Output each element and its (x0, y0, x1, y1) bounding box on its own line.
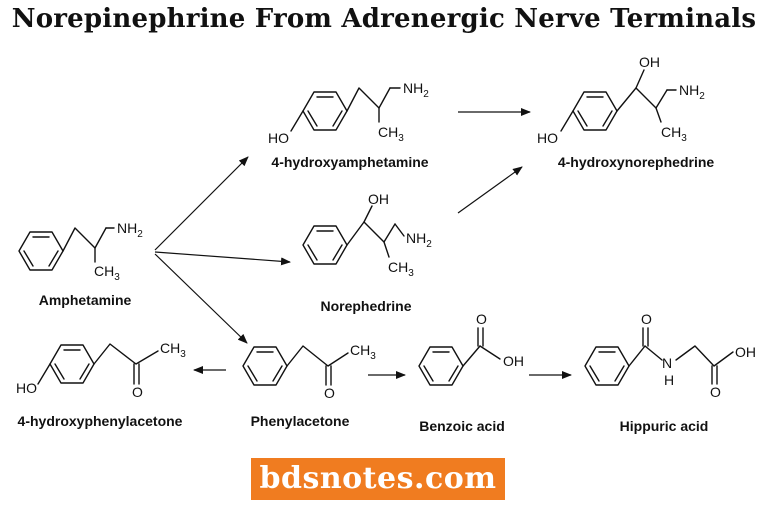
hydroxyamphetamine-ch3: CH3 (378, 124, 404, 144)
benzoic-acid-structure (418, 327, 501, 386)
arrow-to-phenylacetone (154, 253, 248, 344)
hippuric-acid-n: N (662, 355, 672, 371)
hydroxynorephedrine-ho: HO (537, 130, 558, 146)
arrow-to-hydroxyamphetamine (154, 156, 249, 251)
hippuric-acid-o-amide: O (641, 311, 652, 327)
hydroxyphenylacetone-ho: HO (16, 380, 37, 396)
hippuric-acid-oh: OH (735, 344, 756, 360)
label-hydroxynorephedrine: 4-hydroxynorephedrine (558, 154, 715, 170)
hydroxyamphetamine-nh2: NH2 (403, 80, 429, 100)
label-norephedrine: Norephedrine (320, 298, 411, 314)
label-amphetamine: Amphetamine (39, 292, 132, 308)
amphetamine-ch3: CH3 (94, 263, 120, 283)
norephedrine-structure (302, 205, 405, 265)
hippuric-acid-o-acid: O (710, 384, 721, 400)
hydroxynorephedrine-ch3: CH3 (661, 124, 687, 144)
norephedrine-oh: OH (368, 191, 389, 207)
phenylacetone-ch3: CH3 (350, 342, 376, 362)
hydroxynorephedrine-nh2: NH2 (679, 82, 705, 102)
watermark-badge: bdsnotes.com (251, 458, 505, 500)
hydroxyphenylacetone-o: O (132, 384, 143, 400)
label-hydroxyphenylacetone: 4-hydroxyphenylacetone (18, 413, 183, 429)
label-benzoic-acid: Benzoic acid (419, 418, 505, 434)
diagram-title: Norepinephrine From Adrenergic Nerve Ter… (11, 4, 757, 34)
label-hippuric-acid: Hippuric acid (620, 418, 709, 434)
hydroxynorephedrine-oh: OH (639, 54, 660, 70)
arrow-norephedrine-to-hydroxynorephedrine (457, 166, 523, 214)
hydroxyamphetamine-structure (290, 87, 401, 132)
amphetamine-structure (18, 227, 115, 271)
benzoic-acid-oh: OH (503, 353, 524, 369)
hydroxyamphetamine-ho: HO (268, 130, 289, 146)
hippuric-acid-structure (584, 327, 734, 386)
benzoic-acid-o: O (476, 311, 487, 327)
amphetamine-nh2: NH2 (117, 220, 143, 240)
hydroxyphenylacetone-structure (37, 343, 159, 385)
norephedrine-ch3: CH3 (388, 259, 414, 279)
arrow-to-norephedrine (154, 251, 291, 266)
phenylacetone-o: O (324, 385, 335, 401)
hydroxynorephedrine-structure (560, 69, 677, 132)
norephedrine-nh2: NH2 (406, 230, 432, 250)
phenylacetone-structure (242, 345, 349, 386)
hydroxyphenylacetone-ch3: CH3 (160, 340, 186, 360)
hippuric-acid-h: H (664, 372, 674, 388)
label-phenylacetone: Phenylacetone (251, 413, 350, 429)
label-hydroxyamphetamine: 4-hydroxyamphetamine (271, 154, 428, 170)
